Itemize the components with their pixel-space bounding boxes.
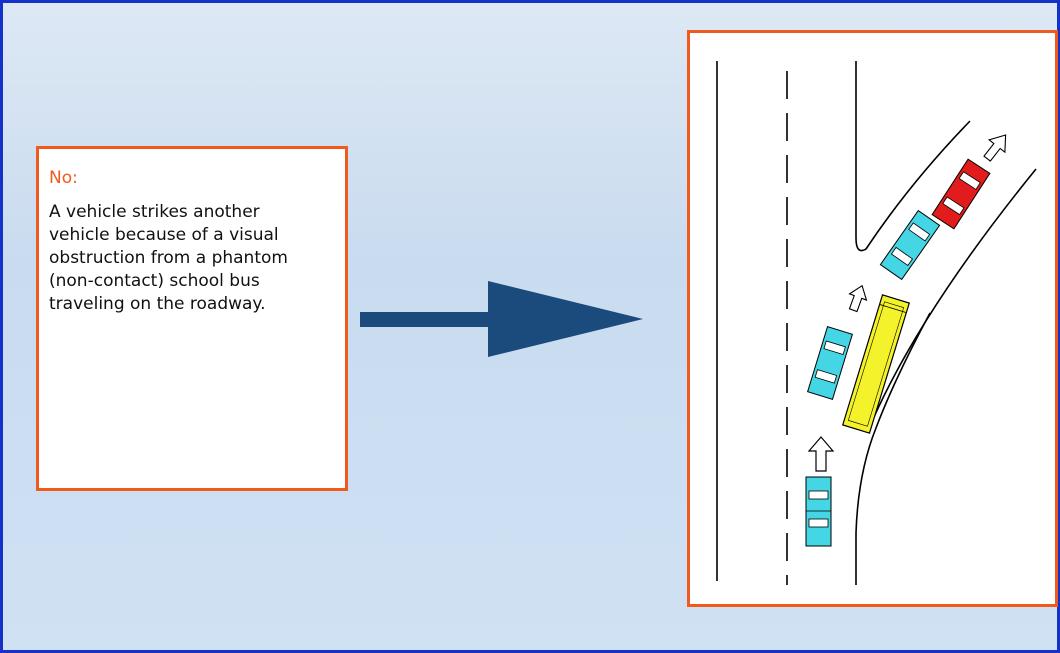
road-edge-outer xyxy=(867,168,1037,432)
right-arrow-icon xyxy=(360,281,643,357)
description-heading: No: xyxy=(49,168,78,188)
road-edge-island xyxy=(855,61,971,252)
vehicle-lead xyxy=(931,158,991,230)
up-arrow-icon xyxy=(807,436,835,472)
school-bus xyxy=(841,294,911,434)
vehicle-struck xyxy=(879,209,941,281)
road-edge-lower xyxy=(855,312,931,585)
roadway-illustration xyxy=(716,61,1037,585)
up-arrow-icon xyxy=(848,284,868,313)
vehicle-striking xyxy=(807,326,853,400)
up-arrow-icon xyxy=(983,134,1007,162)
vehicle-approaching xyxy=(805,476,832,547)
description-box: No: A vehicle strikes another vehicle be… xyxy=(36,146,348,491)
crash-diagram xyxy=(687,30,1058,607)
description-text: A vehicle strikes another vehicle becaus… xyxy=(49,202,288,314)
